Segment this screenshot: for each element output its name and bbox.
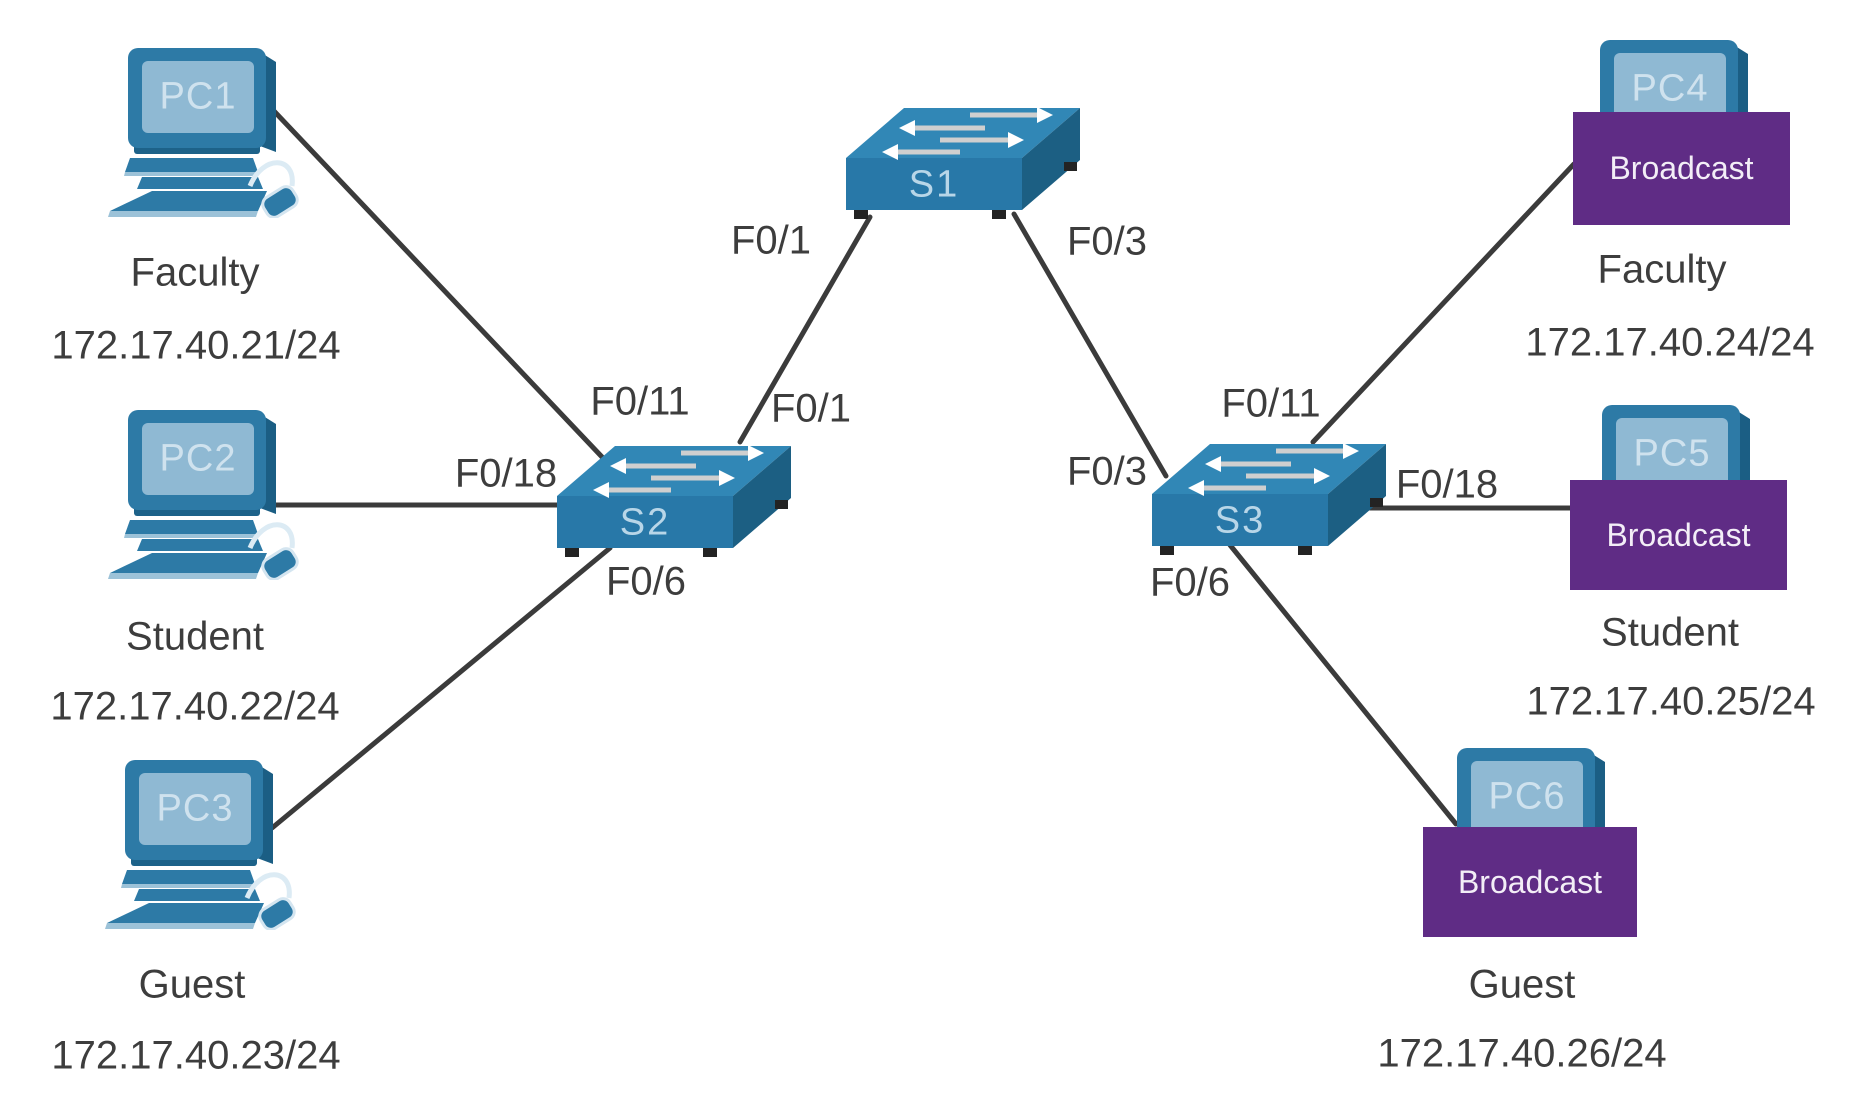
pc5-group-label: Student xyxy=(1601,610,1739,655)
switch-s1-label: S1 xyxy=(908,163,960,206)
pc3-group-label: Guest xyxy=(138,962,246,1007)
pc2-node: PC2 xyxy=(100,410,300,585)
pc3-node: PC3 xyxy=(97,760,297,935)
switch-icon xyxy=(1152,443,1386,555)
broadcast-overlay-pc6: Broadcast xyxy=(1423,827,1637,937)
pc6-node: PC6 xyxy=(1429,748,1629,923)
pc-icon xyxy=(97,760,297,930)
broadcast-label-pc6: Broadcast xyxy=(1457,863,1603,900)
pc5-screen-label: PC5 xyxy=(1633,432,1711,475)
broadcast-overlay-pc5: Broadcast xyxy=(1570,480,1787,590)
pc1-group-label: Faculty xyxy=(130,250,260,295)
pc3-screen-label: PC3 xyxy=(156,787,234,830)
switch-s2-node: S2 xyxy=(553,438,793,569)
switch-s1-node: S1 xyxy=(842,100,1082,231)
pc5-node: PC5 xyxy=(1574,405,1774,580)
port-label-s2-f0-11: F0/11 xyxy=(590,379,690,424)
port-label-s1-f0-3: F0/3 xyxy=(1066,219,1148,264)
port-label-s2-f0-6: F0/6 xyxy=(605,559,687,604)
switch-s3-label: S3 xyxy=(1214,499,1266,542)
pc1-node: PC1 xyxy=(100,48,300,223)
link-s1-s3 xyxy=(1011,211,1169,479)
pc4-screen-label: PC4 xyxy=(1631,67,1709,110)
pc2-screen-label: PC2 xyxy=(159,437,237,480)
pc2-group-label: Student xyxy=(126,614,264,659)
port-label-s3-f0-3: F0/3 xyxy=(1066,449,1148,494)
link-s2-s1 xyxy=(737,214,873,445)
port-label-s2-f0-18: F0/18 xyxy=(454,451,558,496)
link-pc1-s2 xyxy=(270,107,606,461)
switch-s3-node: S3 xyxy=(1148,436,1388,567)
pc4-ip-label: 172.17.40.24/24 xyxy=(1525,320,1815,365)
link-s3-pc4 xyxy=(1310,161,1577,445)
broadcast-overlay-pc4: Broadcast xyxy=(1573,112,1790,225)
port-label-s3-f0-18: F0/18 xyxy=(1395,462,1499,507)
pc-icon xyxy=(100,48,300,218)
pc6-group-label: Guest xyxy=(1468,962,1576,1007)
pc1-ip-label: 172.17.40.21/24 xyxy=(51,323,341,368)
pc6-screen-label: PC6 xyxy=(1488,775,1566,818)
port-label-s2-f0-1: F0/1 xyxy=(770,386,852,431)
switch-icon xyxy=(846,107,1080,219)
port-label-s1-f0-1: F0/1 xyxy=(730,218,812,263)
pc3-ip-label: 172.17.40.23/24 xyxy=(51,1033,341,1078)
link-s3-pc6 xyxy=(1227,542,1459,827)
broadcast-label-pc4: Broadcast xyxy=(1609,150,1754,186)
pc2-ip-label: 172.17.40.22/24 xyxy=(50,684,340,729)
pc6-ip-label: 172.17.40.26/24 xyxy=(1377,1031,1667,1076)
link-pc3-s2 xyxy=(269,545,613,831)
pc4-node: PC4 xyxy=(1572,40,1772,215)
switch-s2-label: S2 xyxy=(619,501,671,544)
pc1-screen-label: PC1 xyxy=(159,75,237,118)
pc4-group-label: Faculty xyxy=(1597,247,1727,292)
pc5-ip-label: 172.17.40.25/24 xyxy=(1526,679,1816,724)
broadcast-label-pc5: Broadcast xyxy=(1606,516,1751,553)
pc-icon xyxy=(100,410,300,580)
port-label-s3-f0-11: F0/11 xyxy=(1221,381,1321,426)
port-label-s3-f0-6: F0/6 xyxy=(1149,560,1231,605)
switch-icon xyxy=(557,445,791,557)
